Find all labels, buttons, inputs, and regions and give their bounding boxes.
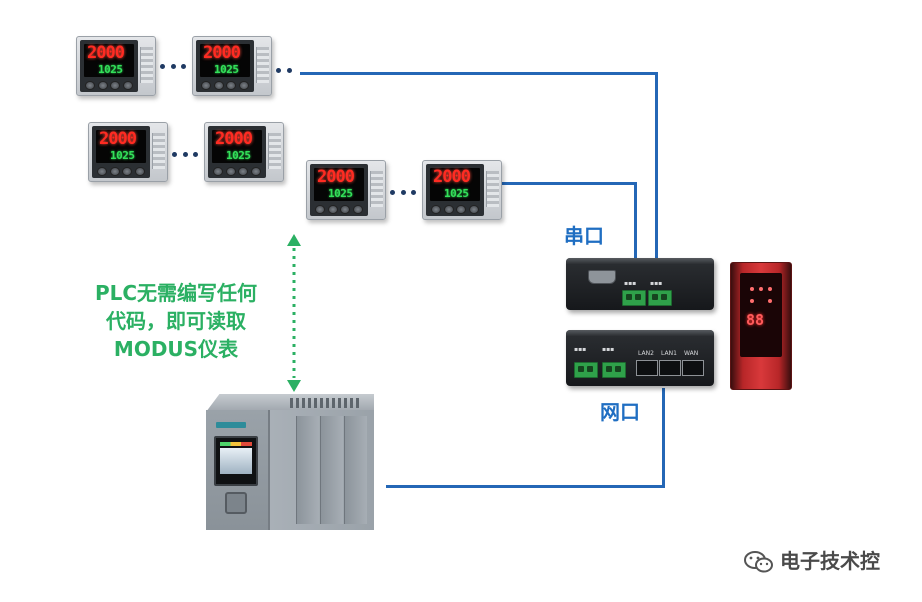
terminal-block: [574, 362, 598, 378]
plc-module-slot: [320, 416, 343, 524]
meter-buttons: [431, 205, 479, 214]
sv-readout: 1025: [110, 149, 135, 162]
status-led: [768, 287, 772, 291]
wire-row3-vertical: [634, 182, 637, 262]
rj45-port: [659, 360, 681, 376]
plc-display: [214, 436, 258, 486]
ethernet-port-label: 网口: [600, 400, 640, 424]
wechat-icon: [744, 551, 773, 573]
meter-buttons: [201, 81, 249, 90]
red-display-module: 88: [730, 262, 792, 390]
double-arrow-icon: [287, 234, 301, 392]
plc-module-slot: [344, 416, 367, 524]
meter-buttons: [213, 167, 261, 176]
gateway-ethernet-module: ▪▪▪ ▪▪▪ LAN2 LAN1 WAN: [566, 330, 714, 386]
sv-readout: 1025: [226, 149, 251, 162]
ellipsis-dots: [390, 190, 416, 198]
rj45-port: [636, 360, 658, 376]
pv-readout: 2000: [433, 167, 471, 187]
rj45-port: [682, 360, 704, 376]
terminal-block: [602, 362, 626, 378]
wire-ethernet-vertical: [662, 388, 665, 488]
meter-buttons: [97, 167, 145, 176]
serial-port-label: 串口: [564, 224, 604, 248]
plc-note: PLC无需编写任何 代码，即可读取 MODUS仪表: [62, 279, 290, 363]
plc-port: [225, 492, 247, 514]
lan2-label: LAN2: [638, 350, 654, 357]
plc-brand-strip: [216, 422, 246, 428]
wan-label: WAN: [684, 350, 699, 357]
temperature-controller-meter: 2000 1025: [306, 160, 386, 220]
sv-readout: 1025: [328, 187, 353, 200]
terminal-block: [648, 290, 672, 306]
plc-note-line1: PLC无需编写任何: [94, 281, 258, 305]
temperature-controller-meter: 2000 1025: [76, 36, 156, 96]
meter-buttons: [315, 205, 363, 214]
terminal-block: [622, 290, 646, 306]
wire-row1-vertical: [655, 72, 658, 262]
plc-vents: [290, 398, 360, 408]
pv-readout: 2000: [203, 43, 241, 63]
temperature-controller-meter: 2000 1025: [204, 122, 284, 182]
ellipsis-dots: [160, 64, 186, 72]
port-marking: ▪▪▪: [602, 346, 615, 353]
ellipsis-dots: [172, 152, 198, 160]
pv-readout: 2000: [215, 129, 253, 149]
temperature-controller-meter: 2000 1025: [88, 122, 168, 182]
temperature-controller-meter: 2000 1025: [422, 160, 502, 220]
lan1-label: LAN1: [661, 350, 677, 357]
pv-readout: 2000: [99, 129, 137, 149]
watermark-text: 电子技术控: [780, 549, 880, 573]
status-led: [750, 287, 754, 291]
sv-readout: 1025: [444, 187, 469, 200]
port-marking: ▪▪▪: [650, 280, 663, 287]
pv-readout: 2000: [317, 167, 355, 187]
status-led: [768, 299, 772, 303]
port-marking: ▪▪▪: [624, 280, 637, 287]
port-marking: ▪▪▪: [574, 346, 587, 353]
wire-row3-horizontal: [500, 182, 637, 185]
plc-note-line2: 代码，即可读取: [106, 309, 246, 333]
plc-module-slot: [296, 416, 319, 524]
plc-note-line3: MODUS仪表: [113, 337, 239, 361]
pv-readout: 2000: [87, 43, 125, 63]
temperature-controller-meter: 2000 1025: [192, 36, 272, 96]
module-display: 88: [746, 311, 765, 329]
status-led: [759, 287, 763, 291]
sv-readout: 1025: [98, 63, 123, 76]
db9-connector: [588, 270, 616, 284]
sv-readout: 1025: [214, 63, 239, 76]
ellipsis-dots: [276, 68, 292, 76]
wire-ethernet-horizontal: [386, 485, 665, 488]
status-led: [750, 299, 754, 303]
meter-buttons: [85, 81, 133, 90]
wire-row1-horizontal: [300, 72, 658, 75]
gateway-serial-module: ▪▪▪ ▪▪▪: [566, 258, 714, 310]
